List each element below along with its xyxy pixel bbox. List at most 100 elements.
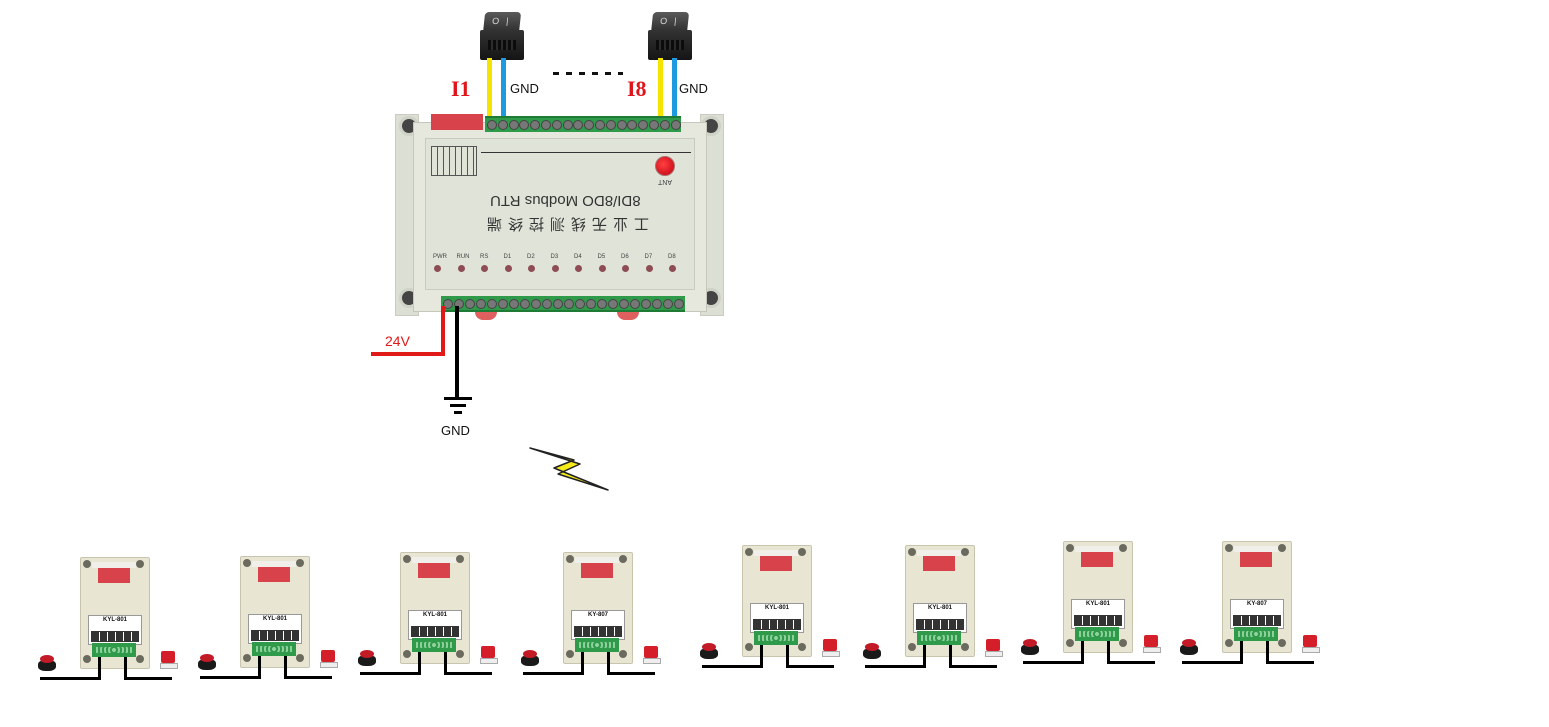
input-wire	[523, 672, 582, 675]
warning-beacon-icon	[320, 650, 338, 668]
remote-io-node: KYL-801	[905, 545, 975, 657]
gnd-label-i8: GND	[679, 81, 708, 96]
terminal-screw	[630, 299, 640, 309]
push-button-icon	[700, 643, 718, 659]
terminal-screw	[619, 299, 629, 309]
terminal-screw	[670, 120, 681, 130]
terminal-screw	[497, 120, 508, 130]
output-wire	[124, 657, 127, 680]
signal-wire-i8	[658, 58, 663, 128]
push-button-icon	[1180, 639, 1198, 655]
node-model-label: KY-807	[1246, 601, 1267, 607]
warning-beacon-icon	[822, 639, 840, 657]
warning-beacon-icon	[643, 646, 661, 664]
node-model-label: KY-807	[587, 612, 608, 618]
terminal-screw	[564, 299, 574, 309]
antenna-label: ANT	[658, 178, 672, 185]
remote-io-node: KYL-801	[240, 556, 310, 668]
terminal-screw	[551, 120, 562, 130]
input-wire	[581, 652, 584, 675]
terminal-screw	[663, 299, 673, 309]
dip-switch	[431, 114, 483, 130]
ground-wire-i1	[501, 58, 506, 128]
input-wire	[923, 645, 926, 668]
terminal-screw	[616, 120, 627, 130]
gnd-label-i1: GND	[510, 81, 539, 96]
led-label: D6	[621, 254, 629, 260]
status-led	[598, 265, 606, 272]
led-label: D4	[574, 254, 582, 260]
input-wire	[258, 656, 261, 679]
terminal-screw	[652, 299, 662, 309]
warning-beacon-icon	[480, 646, 498, 664]
input-wire	[702, 665, 761, 668]
dip-switch	[1075, 546, 1119, 567]
terminal-screw	[498, 299, 508, 309]
terminal-screw	[530, 120, 541, 130]
terminal-screw	[659, 120, 670, 130]
rocker-switch-i1: O|	[478, 10, 526, 60]
output-wire	[284, 676, 332, 679]
dip-switch	[1234, 546, 1278, 567]
node-terminal-block	[1075, 627, 1119, 641]
power-positive-wire-h	[371, 352, 445, 356]
dip-switch	[754, 550, 798, 571]
output-wire	[786, 665, 834, 668]
node-model-label: KYL-801	[927, 605, 952, 611]
terminal-screw	[542, 299, 552, 309]
node-model-label: KYL-801	[422, 612, 447, 618]
terminal-screw	[562, 120, 573, 130]
output-wire	[949, 665, 997, 668]
terminal-screw	[638, 120, 649, 130]
lightning-bolt-icon	[529, 447, 609, 491]
terminal-screw	[476, 299, 486, 309]
dip-switch	[412, 557, 456, 578]
status-led	[622, 265, 629, 272]
input-wire	[200, 676, 259, 679]
output-wire	[444, 672, 492, 675]
node-terminal-block	[412, 638, 456, 652]
output-wire	[444, 652, 447, 675]
ground-symbol-icon	[444, 397, 472, 415]
terminal-screw	[509, 299, 519, 309]
terminal-screw	[674, 299, 684, 309]
status-led	[669, 265, 676, 272]
dip-switch	[917, 550, 961, 571]
output-wire	[1107, 661, 1155, 664]
terminal-screw	[649, 120, 659, 130]
chinese-title: 工业无线测控终端	[480, 215, 649, 232]
dip-switch	[252, 561, 296, 582]
node-model-label: KYL-801	[262, 616, 287, 622]
terminal-screw	[627, 120, 638, 130]
terminal-screw	[553, 299, 563, 309]
led-label: RUN	[456, 254, 470, 260]
dip-switch	[92, 562, 136, 583]
node-model-label: KYL-801	[1085, 601, 1110, 607]
power-ground-wire	[455, 306, 459, 399]
remote-io-node: KYL-801	[80, 557, 150, 669]
node-model-label: KYL-801	[764, 605, 789, 611]
node-terminal-block	[252, 642, 296, 656]
terminal-screw	[575, 299, 585, 309]
model-text: 8DI/8DO Modbus RTU	[489, 192, 641, 209]
input-wire	[865, 665, 924, 668]
power-positive-wire-v	[441, 306, 445, 356]
status-led	[457, 265, 465, 272]
terminal-screw	[605, 120, 616, 130]
remote-io-node: KYL-801	[742, 545, 812, 657]
led-label: D2	[527, 254, 535, 260]
node-terminal-block	[575, 638, 619, 652]
rocker-switch-i8: O|	[646, 10, 694, 60]
output-wire	[949, 645, 952, 668]
terminal-screw	[595, 120, 605, 130]
terminal-screw	[487, 299, 497, 309]
terminal-screw	[584, 120, 595, 130]
output-wire	[1266, 661, 1314, 664]
led-label: D5	[597, 254, 606, 260]
input-wire	[360, 672, 419, 675]
status-led	[504, 265, 512, 272]
output-wire	[124, 677, 172, 680]
push-button-icon	[198, 654, 216, 670]
terminal-screw	[487, 120, 497, 130]
